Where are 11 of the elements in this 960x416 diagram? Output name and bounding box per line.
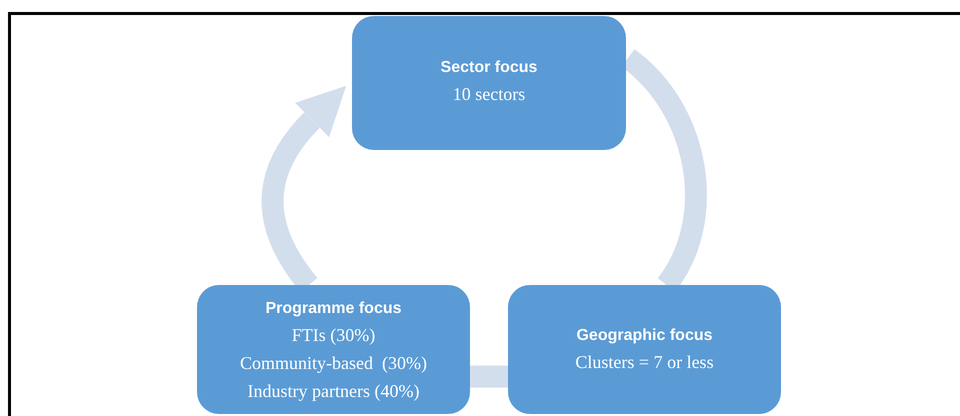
- process-box: [508, 285, 781, 414]
- box-text: Clusters = 7 or less: [574, 350, 715, 374]
- box-text: Community-based (30%): [239, 352, 428, 375]
- box-text: FTIs (30%): [290, 324, 376, 347]
- box-heading: Sector focus: [440, 58, 538, 78]
- box-text: 10 sectors: [452, 83, 526, 106]
- process-box: [197, 285, 470, 414]
- box-heading: Programme focus: [264, 299, 403, 319]
- box-heading: Geographic focus: [575, 326, 714, 346]
- process-box: [352, 16, 626, 150]
- box-text: Industry partners (40%): [246, 380, 420, 403]
